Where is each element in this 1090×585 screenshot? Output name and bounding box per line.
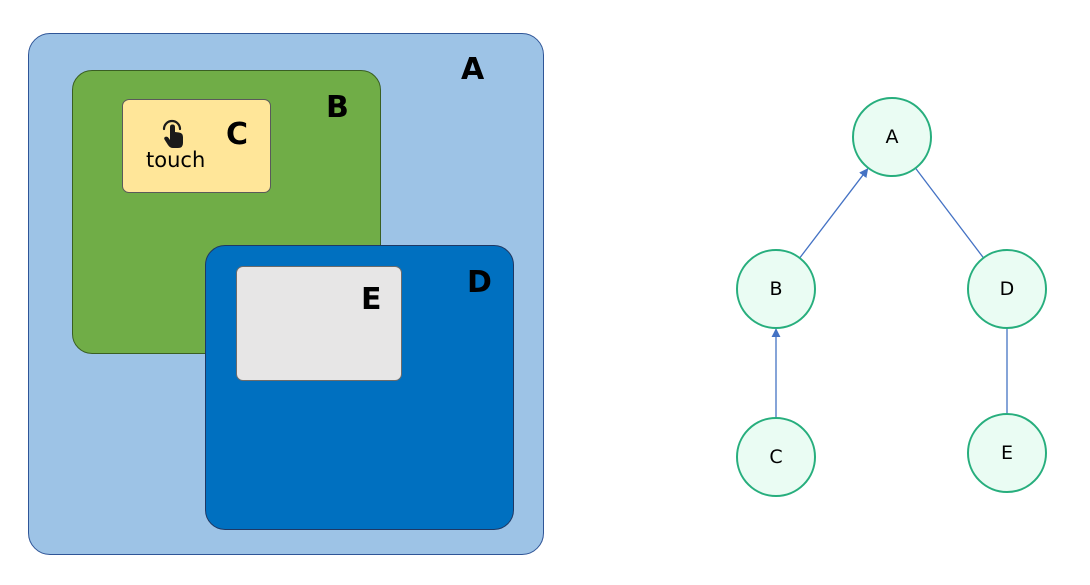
component-b-label: B (326, 90, 349, 125)
component-e-box (236, 266, 402, 381)
tree-node-circle (967, 413, 1047, 493)
component-c-box (122, 99, 271, 193)
component-a-label: A (461, 52, 485, 87)
tree-edge-d-a (914, 167, 985, 259)
tree-node-label: D (1000, 278, 1015, 300)
tree-node-e: E (967, 413, 1047, 493)
tree-node-c: C (736, 417, 816, 497)
tree-node-a: A (852, 97, 932, 177)
tree-node-label: E (1001, 442, 1013, 464)
tree-node-label: C (769, 446, 782, 468)
tree-node-circle (967, 249, 1047, 329)
tree-node-label: A (886, 126, 899, 148)
tree-edge-b-a (799, 168, 869, 259)
tree-node-circle (852, 97, 932, 177)
touch-hand-icon (162, 119, 183, 148)
tree-node-label: B (769, 278, 782, 300)
component-e-label: E (361, 282, 382, 317)
component-c-label: C (226, 117, 249, 152)
tree-node-circle (736, 417, 816, 497)
tree-node-b: B (736, 249, 816, 329)
tree-node-d: D (967, 249, 1047, 329)
component-d-label: D (467, 265, 492, 300)
tree-node-circle (736, 249, 816, 329)
touch-gesture-text: touch (146, 148, 206, 172)
